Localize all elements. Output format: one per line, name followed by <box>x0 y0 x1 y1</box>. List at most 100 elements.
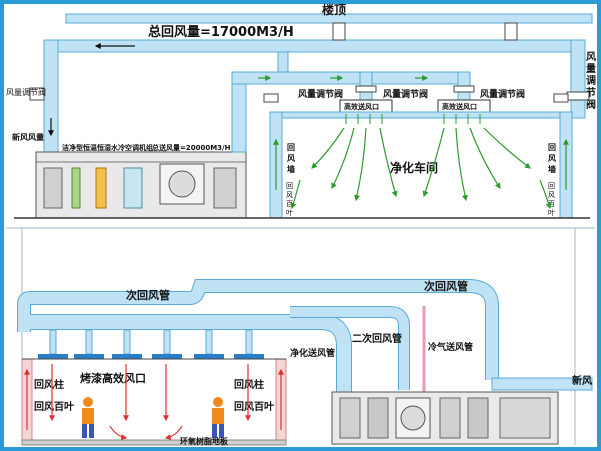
diffusion-arrow <box>379 127 398 198</box>
outlet-drop <box>85 329 93 355</box>
ahu-outlet-filter <box>213 167 237 209</box>
ahu-humidifier <box>123 167 143 209</box>
hepa-down-arrows <box>345 114 481 124</box>
diffusion-arrow <box>290 179 301 210</box>
ahu-filter <box>43 167 63 209</box>
outlet-drop <box>245 329 253 355</box>
booth-airflow-arrows <box>24 364 284 440</box>
diffusion-arrow <box>539 179 552 210</box>
worker-head <box>83 397 93 407</box>
floor-flow-arrow <box>164 425 183 440</box>
worker-leg <box>212 424 217 438</box>
damper-label-2: 风量调节阀 <box>383 88 428 100</box>
ahu-heater <box>95 167 107 209</box>
paint-hepa-label: 烤漆高效风口 <box>80 371 146 385</box>
right-damper-label: 风量调节阀 <box>586 51 596 111</box>
fresh-air-label: 新风风量 <box>12 132 44 142</box>
outlet-drop <box>123 329 131 355</box>
right-return-wall-label: 回风墙 <box>548 143 556 174</box>
diffusion-arrow <box>455 127 468 202</box>
secondary-return-duct-label-1: 次回风管 <box>126 288 170 302</box>
damper-label-1: 风量调节阀 <box>298 88 343 100</box>
left-return-louver-label: 回风百叶 <box>286 182 293 217</box>
roof-slab <box>65 13 593 24</box>
right-wall-damper <box>553 93 569 103</box>
hepa-outlets <box>38 354 264 359</box>
worker-leg <box>219 424 224 438</box>
second-return-duct-label: 二次回风管 <box>352 332 402 345</box>
secondary-return-duct <box>18 280 498 380</box>
outlet-drops <box>49 329 253 355</box>
supply-damper-2 <box>453 85 475 93</box>
hepa-outlet <box>194 354 224 359</box>
bottom-ahu-section <box>439 397 461 439</box>
fresh-air-damper-label: 风量调节阀 <box>6 88 46 97</box>
supply-link-duct <box>277 51 289 73</box>
outlet-drop <box>49 329 57 355</box>
diffusion-arrows <box>290 127 552 210</box>
bottom-ahu-fan-wheel <box>400 405 426 431</box>
diffusion-arrow <box>469 127 501 190</box>
epoxy-floor <box>21 439 287 446</box>
bottom-ahu-section <box>467 397 489 439</box>
hepa-label-2: 高效送风口 <box>442 102 477 111</box>
roof-label: 楼顶 <box>322 2 346 17</box>
total-return-air-label: 总回风量=17000M3/H <box>148 24 294 40</box>
worker-leg <box>89 424 94 438</box>
purified-supply-duct <box>30 315 351 394</box>
purified-supply-duct-label: 净化送风管 <box>290 347 335 359</box>
diffusion-arrow <box>331 127 355 190</box>
hepa-outlet <box>74 354 104 359</box>
worker-leg <box>82 424 87 438</box>
worker-body <box>212 408 224 424</box>
fresh-air-damper <box>29 87 45 101</box>
floor-flow-arrow <box>109 425 128 440</box>
ahu-label: 洁净型恒温恒湿水冷空调机组 <box>62 143 153 152</box>
top-panel: 楼顶 总回风量=17000M3/H 风量调节阀 风量调节阀 新风风量 洁净型恒温… <box>6 2 596 219</box>
outlet-drop <box>205 329 213 355</box>
bottom-ahu-filter <box>339 397 361 439</box>
fresh-air-duct <box>491 377 593 391</box>
bottom-fresh-air-label: 新风 <box>572 374 592 387</box>
second-return-branch <box>290 307 409 390</box>
bottom-ahu-coil <box>367 397 389 439</box>
secondary-return-duct-label-2: 次回风管 <box>424 279 468 293</box>
hepa-outlet <box>234 354 264 359</box>
hepa-outlet <box>152 354 182 359</box>
bottom-ahu-section <box>499 397 551 439</box>
return-louver-label-right: 回风百叶 <box>234 400 274 413</box>
damper-label-3: 风量调节阀 <box>480 88 525 100</box>
room-label: 净化车间 <box>390 160 438 175</box>
total-supply-air-label: 总送风量=20000M3/H <box>152 143 231 152</box>
left-return-wall-label: 回风墙 <box>287 143 295 174</box>
hepa-outlet <box>38 354 68 359</box>
hepa-label-1: 高效送风口 <box>344 102 379 111</box>
return-column-label-left: 回风柱 <box>34 378 64 391</box>
ahu-fan-wheel <box>168 170 196 198</box>
duct-hanger <box>332 22 346 41</box>
return-louver-label-left: 回风百叶 <box>34 400 74 413</box>
floor-label: 环氧树脂地板 <box>180 436 229 446</box>
room-ceiling <box>269 111 573 119</box>
worker-left <box>82 397 94 438</box>
diffusion-arrow <box>483 127 531 169</box>
right-return-louver-label: 回风百叶 <box>548 182 555 217</box>
diffusion-arrow <box>354 127 367 202</box>
worker-head <box>213 397 223 407</box>
worker-right <box>212 397 224 438</box>
outlet-drop <box>163 329 171 355</box>
worker-body <box>82 408 94 424</box>
left-wall-damper <box>263 93 279 103</box>
return-column-label-right: 回风柱 <box>234 378 264 391</box>
diffusion-arrow <box>311 127 345 169</box>
ahu-coil <box>71 167 81 209</box>
supply-damper-1 <box>355 85 377 93</box>
left-down-duct <box>43 39 59 153</box>
cold-supply-duct-label: 冷气送风管 <box>428 341 473 353</box>
hepa-outlet <box>112 354 142 359</box>
bottom-panel: 次回风管 次回风管 净化送风管 二次回风管 冷气送风管 新风 <box>17 279 593 446</box>
right-return-duct <box>570 39 586 119</box>
